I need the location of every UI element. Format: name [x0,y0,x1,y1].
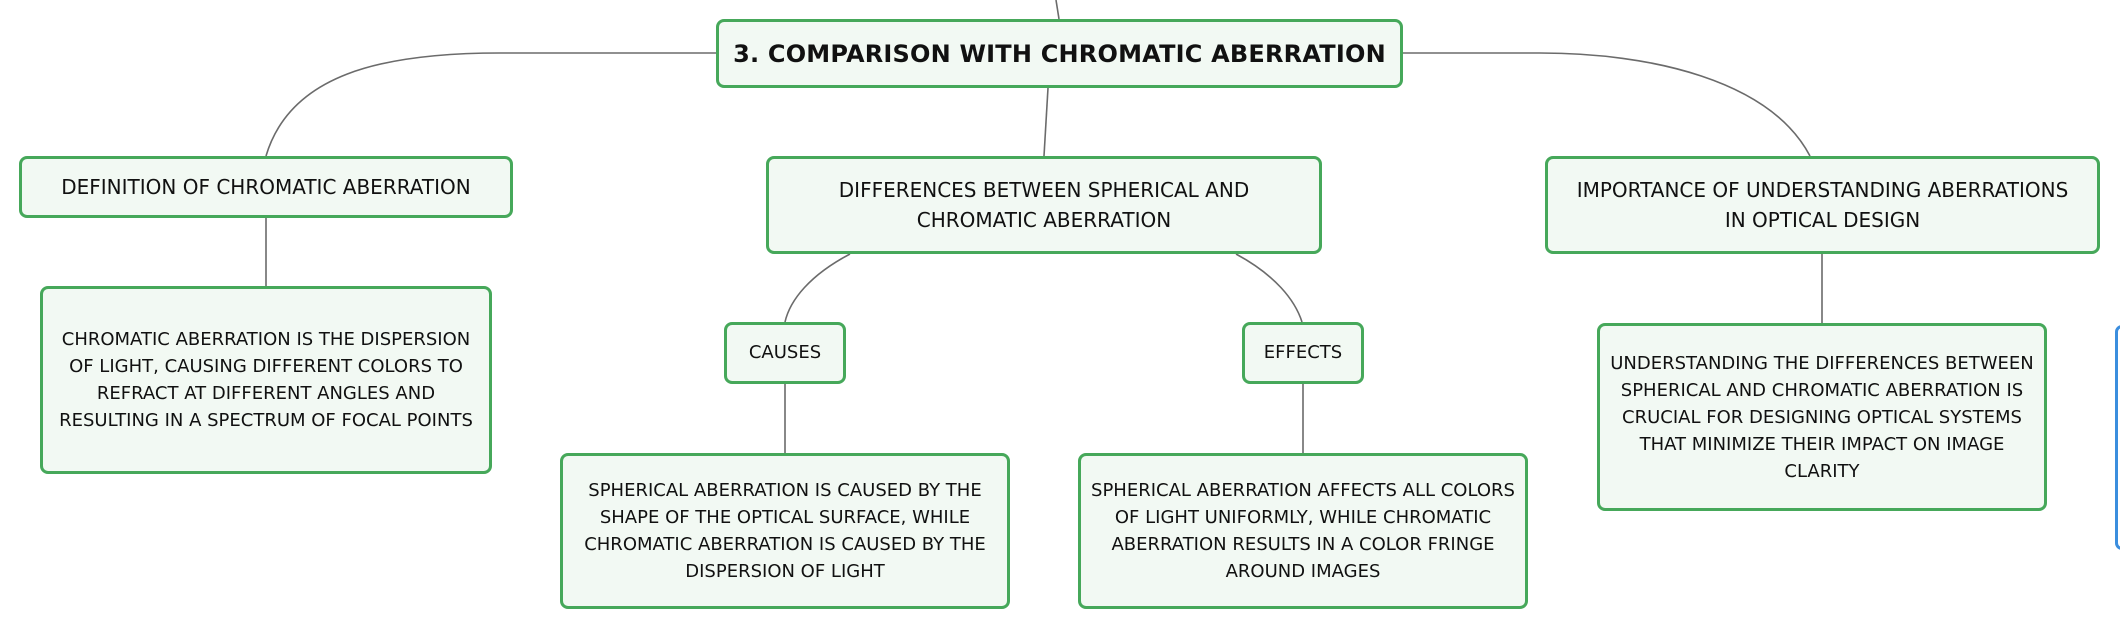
topic-label: DEFINITION OF CHROMATIC ABERRATION [61,175,471,199]
connector-root-to-definition [265,52,716,157]
root-node[interactable]: 3. COMPARISON WITH CHROMATIC ABERRATION [716,19,1403,88]
topic-differences-between-aberrations[interactable]: DIFFERENCES BETWEEN SPHERICAL AND CHROMA… [766,156,1322,254]
root-node-label: 3. COMPARISON WITH CHROMATIC ABERRATION [733,39,1386,68]
leaf-text: SPHERICAL ABERRATION AFFECTS ALL COLORS … [1091,480,1515,582]
connector-differences-to-effects [1235,253,1303,323]
subtopic-label: CAUSES [748,342,822,363]
leaf-definition-text[interactable]: CHROMATIC ABERRATION IS THE DISPERSION O… [40,286,492,474]
connector-root-to-differences [1043,87,1049,157]
leaf-text: CHROMATIC ABERRATION IS THE DISPERSION O… [59,329,473,431]
side-panel-handle[interactable] [2115,325,2120,550]
leaf-text: UNDERSTANDING THE DIFFERENCES BETWEEN SP… [1610,352,2034,482]
leaf-effects-text[interactable]: SPHERICAL ABERRATION AFFECTS ALL COLORS … [1078,453,1528,609]
connector-differences-to-causes [784,253,851,323]
subtopic-label: EFFECTS [1263,342,1343,363]
connector-root-to-importance [1403,52,1811,157]
leaf-causes-text[interactable]: SPHERICAL ABERRATION IS CAUSED BY THE SH… [560,453,1010,609]
topic-importance-of-understanding-aberrations[interactable]: IMPORTANCE OF UNDERSTANDING ABERRATIONS … [1545,156,2100,254]
topic-label: DIFFERENCES BETWEEN SPHERICAL AND CHROMA… [838,178,1250,232]
subtopic-causes[interactable]: CAUSES [724,322,846,384]
leaf-text: SPHERICAL ABERRATION IS CAUSED BY THE SH… [584,480,986,582]
topic-definition-of-chromatic-aberration[interactable]: DEFINITION OF CHROMATIC ABERRATION [19,156,513,218]
leaf-importance-text[interactable]: UNDERSTANDING THE DIFFERENCES BETWEEN SP… [1597,323,2047,511]
topic-label: IMPORTANCE OF UNDERSTANDING ABERRATIONS … [1576,178,2069,232]
subtopic-effects[interactable]: EFFECTS [1242,322,1364,384]
connector-parent-to-root [1055,0,1060,20]
